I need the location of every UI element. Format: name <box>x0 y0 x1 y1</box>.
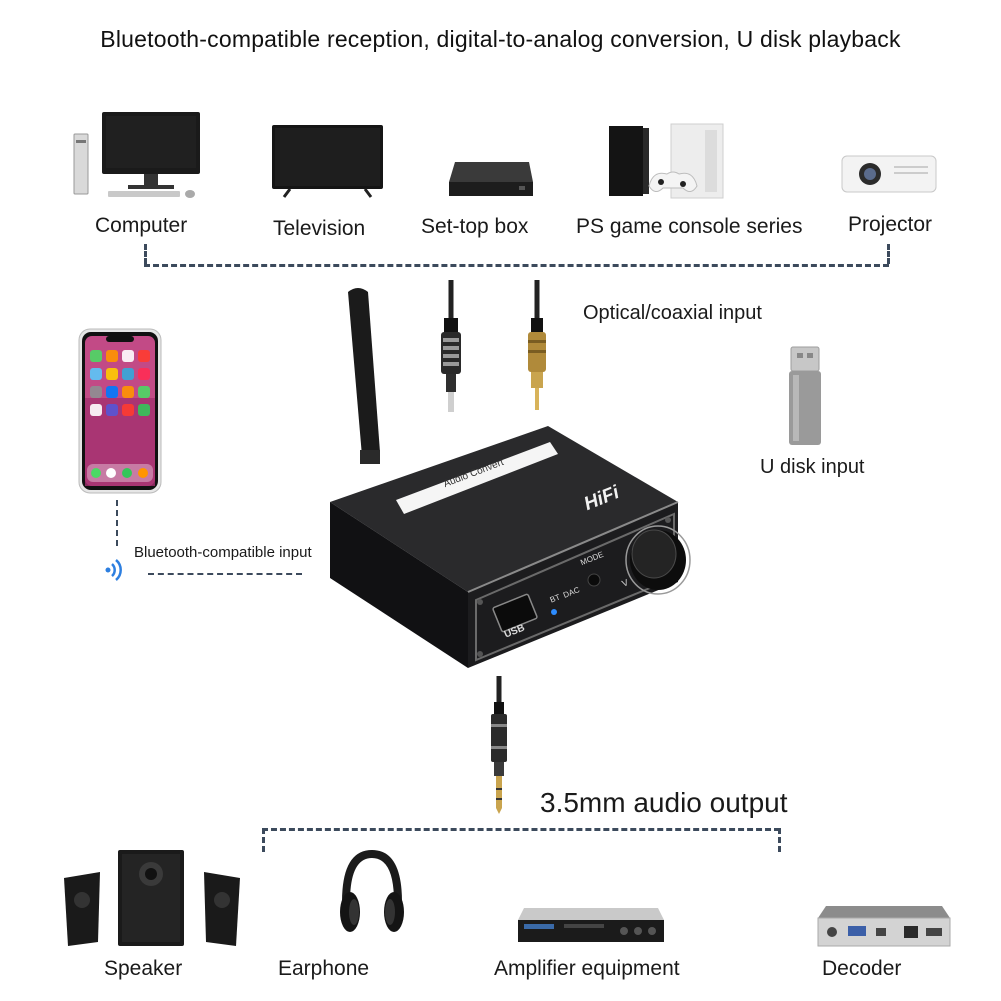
output-connector-right <box>778 828 781 852</box>
optical-coaxial-input-label: Optical/coaxial input <box>583 302 762 324</box>
dac-converter-device: Audio Convert HiFi MODE BT DAC USB V <box>318 282 698 672</box>
television-icon <box>272 125 383 198</box>
page-title: Bluetooth-compatible reception, digital-… <box>100 26 901 52</box>
source-label-computer: Computer <box>95 214 188 237</box>
coaxial-cable-icon <box>528 280 546 410</box>
source-label-television: Television <box>273 217 366 240</box>
usb-drive-icon <box>789 346 821 445</box>
headphones-icon <box>340 849 404 932</box>
bluetooth-connector-vertical <box>116 500 118 546</box>
bluetooth-connector-horizontal <box>148 573 302 575</box>
source-connector-right <box>887 244 890 264</box>
output-label-amplifier: Amplifier equipment <box>494 957 680 980</box>
audio-output-label: 3.5mm audio output <box>540 787 788 818</box>
projector-icon <box>841 155 937 193</box>
udisk-input-label: U disk input <box>760 456 865 478</box>
source-connector-left <box>144 244 147 264</box>
speaker-icon <box>64 850 240 946</box>
audio-jack-plug-icon <box>491 676 507 814</box>
output-connector-left <box>262 828 265 852</box>
source-label-ps: PS game console series <box>576 215 803 238</box>
smartphone-icon <box>78 328 162 494</box>
game-console-icon <box>609 123 724 199</box>
amplifier-icon <box>518 908 664 942</box>
settop-box-icon <box>449 162 533 196</box>
output-label-decoder: Decoder <box>822 957 902 980</box>
output-label-earphone: Earphone <box>278 957 370 980</box>
optical-cable-icon <box>441 280 461 412</box>
source-label-projector: Projector <box>848 213 933 236</box>
decoder-icon <box>817 906 951 947</box>
output-connector-line <box>262 828 780 831</box>
source-connector-line <box>144 264 889 267</box>
source-label-settop: Set-top box <box>421 215 529 238</box>
output-label-speaker: Speaker <box>104 957 183 980</box>
wireless-signal-icon <box>105 559 122 581</box>
bluetooth-input-label: Bluetooth-compatible input <box>134 544 312 561</box>
computer-icon <box>73 112 200 198</box>
